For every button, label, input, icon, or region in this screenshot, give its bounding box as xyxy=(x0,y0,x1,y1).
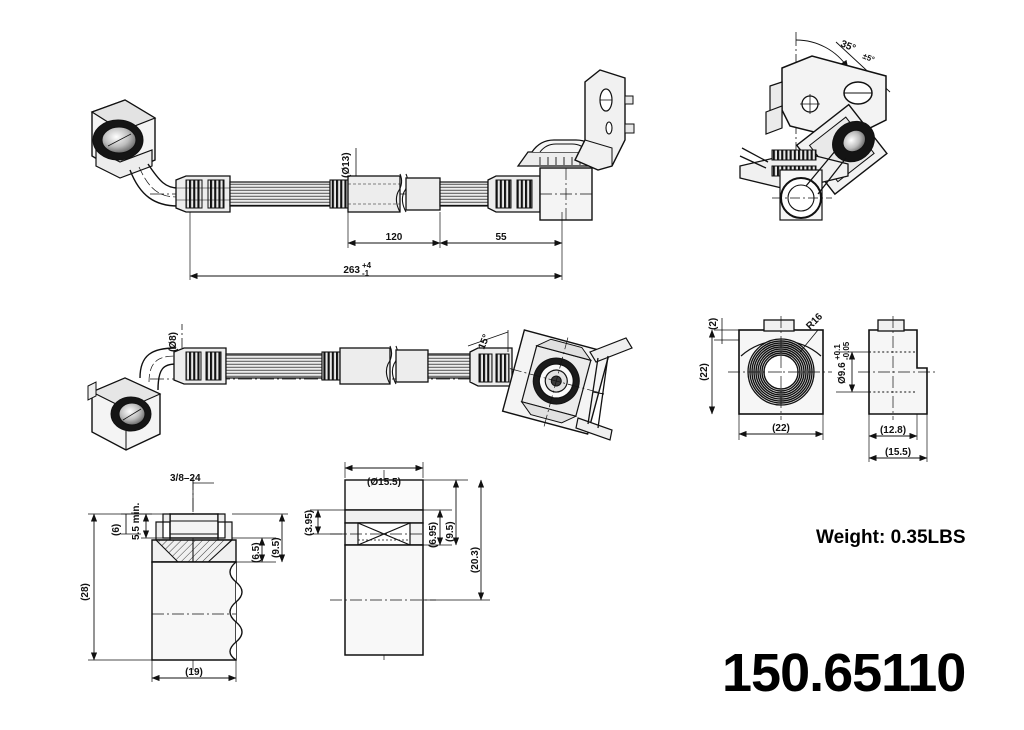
bracket-eyelet xyxy=(772,149,847,221)
threaded-boss xyxy=(155,513,233,541)
right-crimp-ferrule xyxy=(487,175,541,213)
dim-label-95-thread: (9.5) xyxy=(271,537,282,558)
dim-label-width-22: (22) xyxy=(772,423,790,434)
dim-label-19: (19) xyxy=(185,667,203,678)
dim-label-height-22: (22) xyxy=(699,363,710,381)
right-crimp-ferrule-2 xyxy=(469,347,513,387)
socket-collar xyxy=(344,479,424,524)
hose-segment-right xyxy=(439,181,489,207)
dim-label-263: 263 xyxy=(343,265,360,276)
banjo-side-section-view: Ø9.6 +0.1 -0.05 (12.8) (15.5) xyxy=(833,316,936,462)
dim-label-thread-spec: 3/8–24 xyxy=(170,473,201,484)
dim-label-angle-15: 15° xyxy=(477,333,493,351)
assembly-elevation-view: (Ø8) 15° xyxy=(87,324,633,451)
hose-segment-right-2 xyxy=(427,353,471,379)
left-banjo-fitting xyxy=(90,99,179,207)
right-bracket-fitting xyxy=(516,69,635,221)
weight-label: Weight: 0.35LBS xyxy=(816,527,966,548)
plan-view-dimensions: (Ø13) 120 55 263 +4 -1 xyxy=(189,148,563,280)
part-number-label: 150.65110 xyxy=(722,643,966,703)
dim-label-bore-8: (Ø8) xyxy=(168,332,179,352)
dim-label-offset-2: (2) xyxy=(708,318,719,330)
mid-ferrule-left-2 xyxy=(321,345,429,385)
right-banjo-head-tilted xyxy=(501,329,633,441)
socket-detail-view: (Ø15.5) (3.95) (6.95) (9.5) (20.3) xyxy=(304,462,490,660)
dim-label-dia-155: (Ø15.5) xyxy=(367,477,401,488)
dim-tol-upper-263: +4 xyxy=(362,261,372,270)
assembly-plan-view: (Ø13) 120 55 263 +4 -1 xyxy=(90,69,635,280)
hose-segment-left-2 xyxy=(225,353,323,379)
banjo-side-dimensions: Ø9.6 +0.1 -0.05 (12.8) (15.5) xyxy=(833,341,928,462)
dim-label-695: (6.95) xyxy=(428,522,439,548)
dim-label-28: (28) xyxy=(80,583,91,601)
dim-label-95-socket: (9.5) xyxy=(445,521,456,542)
dim-label-width-128: (12.8) xyxy=(880,425,906,436)
dim-tol-upper-96: +0.1 xyxy=(833,344,842,360)
fitting-barrel xyxy=(151,561,243,661)
dim-label-bore-96: Ø9.6 xyxy=(837,362,848,384)
bracket-detail-view: 35° ±5° xyxy=(739,32,891,221)
hose-segment-left xyxy=(229,181,331,207)
dim-label-203: (20.3) xyxy=(470,547,481,573)
dim-label-angle-35: 35° xyxy=(839,39,857,55)
mid-ferrule-left xyxy=(329,173,441,213)
thread-detail-dimensions: 3/8–24 5.5 min. (6) (6.5) (9.5) (28) (1 xyxy=(80,473,288,682)
dim-label-width-155: (15.5) xyxy=(885,447,911,458)
dim-label-55: 55 xyxy=(495,232,507,243)
dim-label-bore-13: (Ø13) xyxy=(341,152,352,178)
dim-label-120: 120 xyxy=(386,232,403,243)
dim-label-65: (6.5) xyxy=(251,542,262,563)
dim-tolerance-angle-35: ±5° xyxy=(861,52,876,65)
left-banjo-fitting-2 xyxy=(87,347,177,451)
dim-tol-lower-263: -1 xyxy=(362,269,370,278)
banjo-side-boss xyxy=(877,319,905,332)
thread-detail-view: 3/8–24 5.5 min. (6) (6.5) (9.5) (28) (1 xyxy=(80,473,288,682)
left-crimp-ferrule xyxy=(175,175,231,213)
elevation-view-dimensions: (Ø8) 15° xyxy=(168,324,509,352)
dim-tol-lower-96: -0.05 xyxy=(842,341,851,360)
angle-arc-35 xyxy=(795,39,849,69)
left-crimp-ferrule-2 xyxy=(173,347,227,385)
dim-label-6: (6) xyxy=(111,524,122,536)
socket-detail-dimensions: (Ø15.5) (3.95) (6.95) (9.5) (20.3) xyxy=(304,462,490,601)
dim-label-thread-min: 5.5 min. xyxy=(131,503,142,540)
banjo-front-boss xyxy=(763,319,795,332)
dim-label-395: (3.95) xyxy=(304,510,315,536)
